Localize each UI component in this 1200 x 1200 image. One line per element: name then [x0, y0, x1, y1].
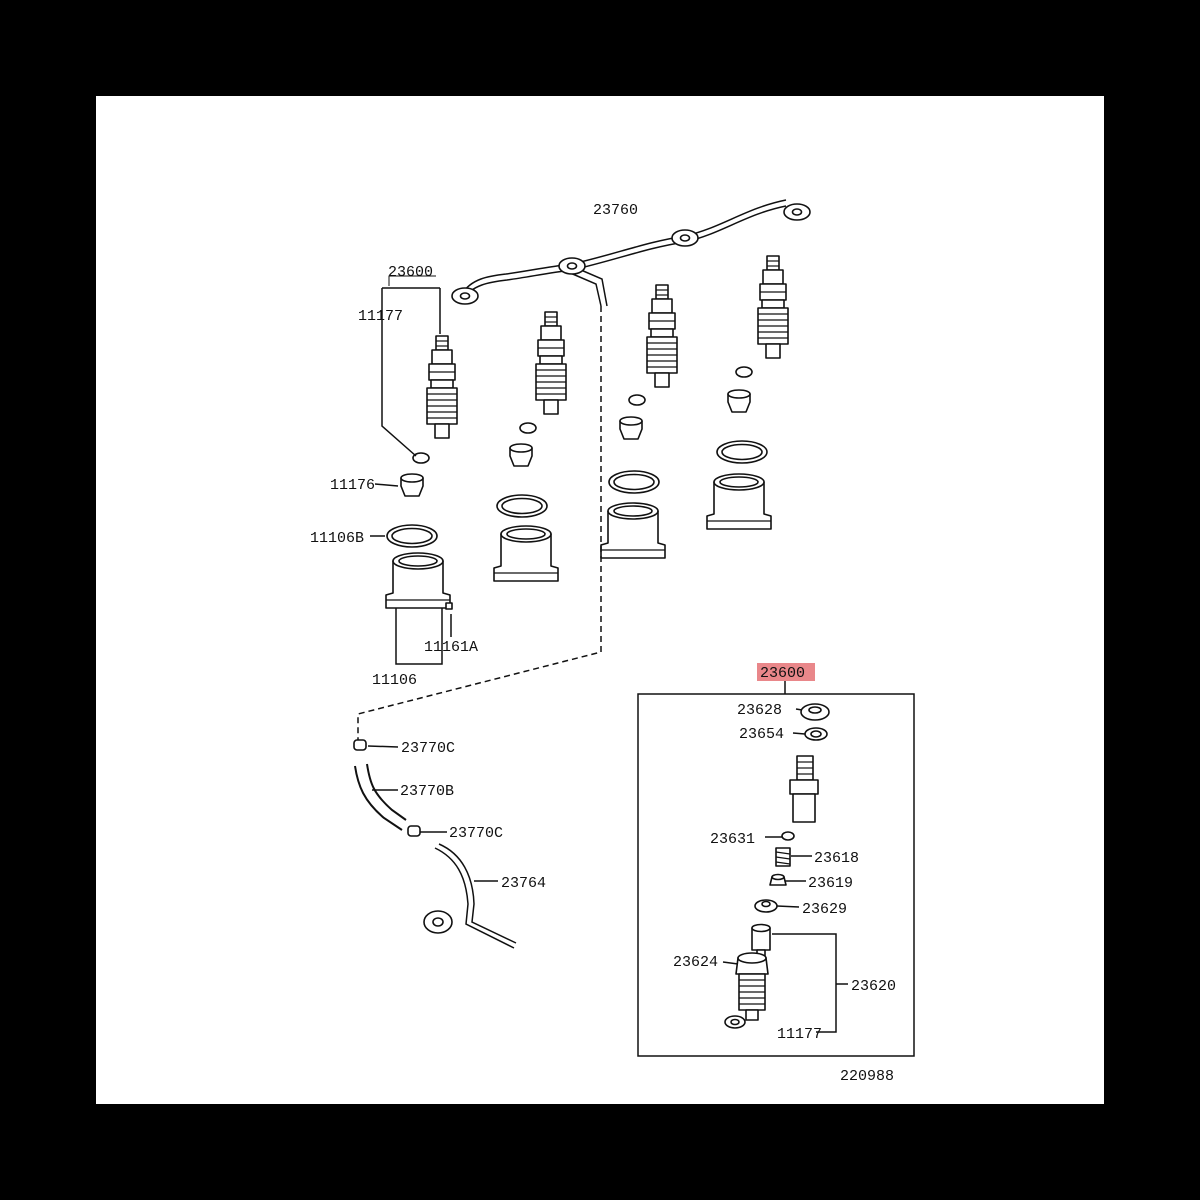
label-23600-detail[interactable]: 23600	[760, 665, 805, 682]
leader-11176	[374, 483, 399, 487]
label-23618[interactable]: 23618	[814, 850, 859, 867]
label-23600-top[interactable]: 23600	[388, 264, 433, 281]
label-11177-top[interactable]: 11177	[358, 308, 403, 325]
label-23631[interactable]: 23631	[710, 831, 755, 848]
parts-diagram: 23760 23600 11177 11176 11106B 11161A 11…	[310, 199, 915, 1085]
detail-assy-highlight	[757, 663, 815, 681]
label-23624[interactable]: 23624	[673, 954, 718, 971]
label-11161a[interactable]: 11161A	[424, 639, 478, 656]
leader-23600-11177	[381, 275, 441, 457]
label-11106b[interactable]: 11106B	[310, 530, 364, 547]
label-11106[interactable]: 11106	[372, 672, 417, 689]
label-23654[interactable]: 23654	[739, 726, 784, 743]
injector-cylinder-1	[385, 335, 458, 610]
leader-11106	[395, 608, 443, 665]
diagram-canvas: 23760 23600 11177 11176 11106B 11161A 11…	[96, 96, 1104, 1104]
label-23620[interactable]: 23620	[851, 978, 896, 995]
label-23619[interactable]: 23619	[808, 875, 853, 892]
injector-cylinder-4	[706, 255, 789, 530]
label-23760[interactable]: 23760	[593, 202, 638, 219]
injector-cylinder-2	[493, 311, 567, 582]
injector-cylinder-3	[600, 284, 678, 559]
return-pipe-23760	[451, 199, 811, 307]
label-11177-detail[interactable]: 11177	[777, 1026, 822, 1043]
label-23629[interactable]: 23629	[802, 901, 847, 918]
label-23770c-upper[interactable]: 23770C	[401, 740, 455, 757]
label-23770c-lower[interactable]: 23770C	[449, 825, 503, 842]
detail-box	[637, 693, 915, 1057]
label-23764[interactable]: 23764	[501, 875, 546, 892]
detail-components	[724, 703, 830, 1029]
label-23628[interactable]: 23628	[737, 702, 782, 719]
diagram-code: 220988	[840, 1068, 894, 1085]
detail-leaders	[722, 708, 848, 1033]
label-23770b[interactable]: 23770B	[400, 783, 454, 800]
dashed-connector	[357, 306, 602, 744]
label-11176[interactable]: 11176	[330, 477, 375, 494]
leak-off-hose	[353, 739, 517, 949]
leader-23770c-upper	[367, 745, 399, 748]
